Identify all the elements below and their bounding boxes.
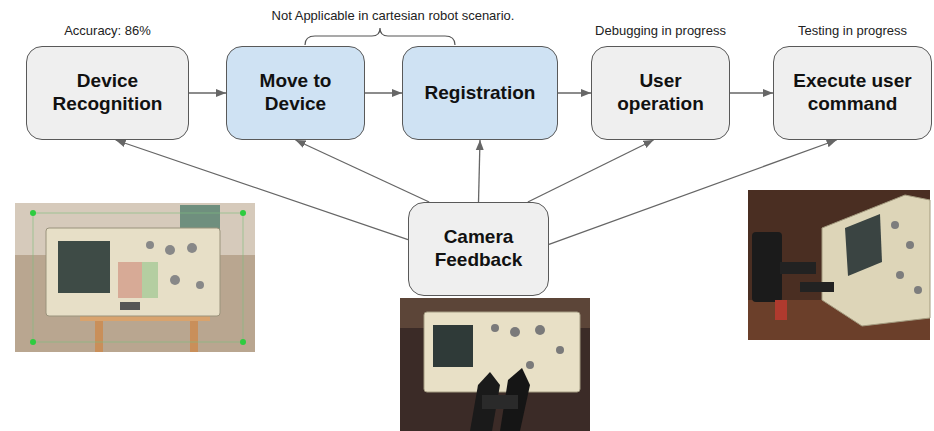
oscilloscope-screen (433, 325, 473, 367)
label-plate (120, 302, 140, 310)
corner-dot (240, 210, 246, 216)
knob (535, 325, 545, 335)
knob (526, 361, 534, 369)
flow-arrow (365, 92, 402, 93)
knob (510, 327, 520, 337)
process-box: Testing in progressExecute user command (773, 46, 932, 140)
process-box: Registration (402, 46, 558, 140)
status-note: Testing in progress (798, 23, 907, 38)
box-title: Camera Feedback (420, 226, 537, 272)
corner-dot (30, 210, 36, 216)
knob (914, 286, 922, 294)
robot-arm (752, 232, 782, 302)
process-box: Debugging in progressUser operation (591, 46, 730, 140)
knob (906, 241, 914, 249)
flow-arrow (528, 140, 654, 202)
knob (146, 241, 154, 249)
bounding-box (33, 213, 243, 342)
execution-photo (748, 190, 930, 340)
table-leg (190, 318, 198, 352)
box-title: User operation (603, 70, 718, 116)
table-leg (95, 318, 103, 352)
corner-dot (30, 339, 36, 345)
flow-arrow (189, 92, 226, 93)
oscilloscope-body (822, 195, 930, 326)
oscilloscope-body (46, 228, 220, 316)
knob (165, 245, 175, 255)
detection-patch (142, 262, 158, 298)
gripper (780, 262, 816, 274)
box-title: Move to Device (238, 70, 353, 116)
detection-patch (118, 262, 142, 298)
knob (196, 281, 204, 289)
box-title: Registration (425, 82, 536, 105)
wire (775, 300, 787, 320)
process-box: Accuracy: 86%Device Recognition (26, 46, 189, 140)
flow-arrow (549, 140, 837, 244)
flow-arrow (558, 92, 591, 93)
flow-arrow (296, 140, 430, 202)
flow-arrow (479, 140, 481, 202)
corner-dot (240, 339, 246, 345)
gripper-base (482, 395, 518, 409)
oscilloscope-body (424, 312, 580, 392)
oscilloscope-screen (58, 241, 110, 293)
photo-ground (400, 298, 590, 431)
status-note: Debugging in progress (595, 23, 726, 38)
flow-arrow (116, 140, 408, 240)
box-title: Device Recognition (38, 70, 177, 116)
flow-arrow (730, 92, 773, 93)
gripper (800, 282, 834, 292)
knob (170, 275, 180, 285)
knob (187, 243, 197, 253)
box-title: Execute user command (785, 70, 920, 116)
bracket (305, 28, 455, 45)
photo-ground (15, 203, 255, 352)
feedback-box: Camera Feedback (408, 202, 549, 296)
knob (896, 271, 904, 279)
oscilloscope-screen (845, 214, 882, 276)
photo-ground (748, 190, 930, 340)
recognition-photo (15, 203, 255, 352)
process-box: Move to Device (226, 46, 365, 140)
knob (556, 346, 564, 354)
status-note: Accuracy: 86% (64, 23, 151, 38)
camera-photo (400, 298, 590, 431)
knob (491, 324, 499, 332)
scope-note: Not Applicable in cartesian robot scenar… (263, 8, 523, 23)
knob (891, 221, 899, 229)
